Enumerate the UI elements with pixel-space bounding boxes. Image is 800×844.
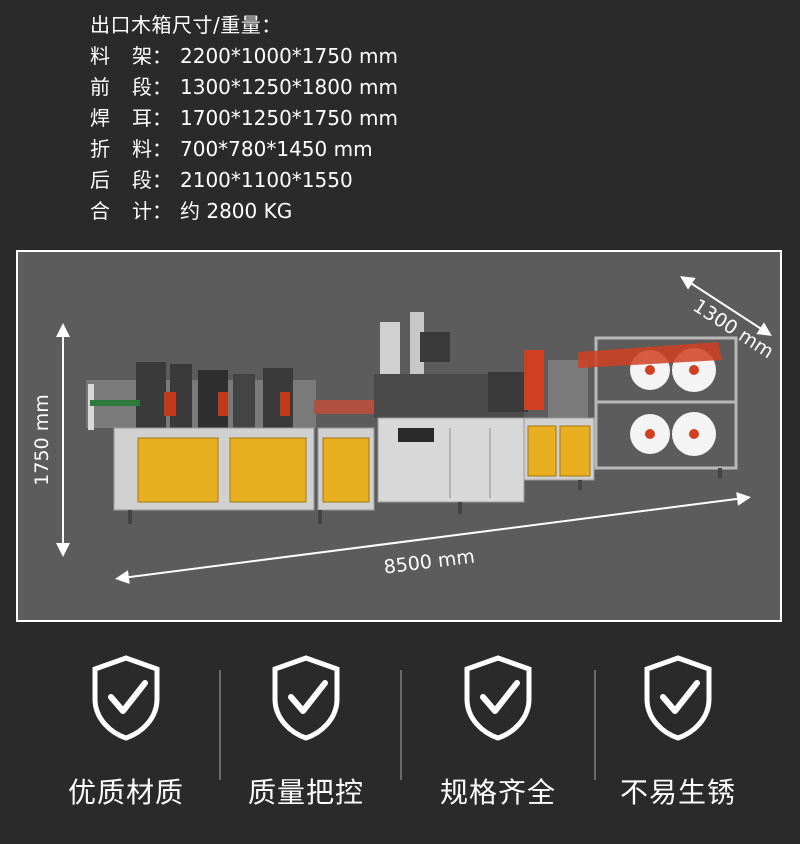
feature-list: 优质材质 质量把控 规格齐全 不易生锈 [0, 655, 800, 815]
spec-title: 出口木箱尺寸/重量： [90, 13, 282, 37]
feature-label: 规格齐全 [439, 776, 556, 809]
spec-label-1: 焊 [90, 106, 110, 130]
spec-label-2: 架： [132, 44, 172, 68]
feature-item: 不易生锈 [588, 655, 768, 811]
spec-label-2: 段： [132, 168, 172, 192]
shield-check-icon [92, 655, 160, 741]
feature-label: 不易生锈 [619, 776, 736, 809]
spec-value: 约 2800 KG [180, 199, 293, 223]
shield-check-icon [644, 655, 712, 741]
spec-row: 后段： 2100*1100*1550 [90, 165, 398, 196]
spec-row: 焊耳： 1700*1250*1750 mm [90, 103, 398, 134]
depth-arrow [680, 276, 772, 336]
spec-value: 2200*1000*1750 mm [180, 44, 399, 68]
spec-list: 出口木箱尺寸/重量： 料架： 2200*1000*1750 mm 前段： 130… [90, 10, 398, 227]
divider [400, 670, 402, 780]
length-arrow [115, 491, 751, 585]
spec-value: 1300*1250*1800 mm [180, 75, 399, 99]
feature-label: 优质材质 [67, 776, 184, 809]
spec-label-2: 耳： [132, 106, 172, 130]
shield-check-icon [464, 655, 532, 741]
machine-body [86, 312, 738, 524]
length-label: 8500 mm [383, 546, 476, 579]
spec-label-1: 前 [90, 75, 110, 99]
machine-photo: 1750 mm 8500 mm 1300 mm [16, 250, 782, 622]
spec-row: 合计： 约 2800 KG [90, 196, 398, 227]
feature-item: 质量把控 [216, 655, 396, 811]
spec-label-1: 合 [90, 199, 110, 223]
feature-label: 质量把控 [247, 776, 364, 809]
spec-label-1: 折 [90, 137, 110, 161]
height-label: 1750 mm [31, 394, 53, 485]
feature-item: 规格齐全 [408, 655, 588, 811]
divider [594, 670, 596, 780]
spec-label-1: 后 [90, 168, 110, 192]
spec-label-2: 段： [132, 75, 172, 99]
spec-row: 前段： 1300*1250*1800 mm [90, 72, 398, 103]
spec-row: 折料： 700*780*1450 mm [90, 134, 398, 165]
spec-label-2: 料： [132, 137, 172, 161]
shield-check-icon [272, 655, 340, 741]
spec-value: 2100*1100*1550 [180, 168, 353, 192]
divider [219, 670, 221, 780]
spec-row: 料架： 2200*1000*1750 mm [90, 41, 398, 72]
machine-illustration: 1750 mm 8500 mm 1300 mm [31, 276, 778, 585]
spec-label-1: 料 [90, 44, 110, 68]
spec-value: 700*780*1450 mm [180, 137, 373, 161]
feature-item: 优质材质 [36, 655, 216, 811]
spec-value: 1700*1250*1750 mm [180, 106, 399, 130]
spec-label-2: 计： [132, 199, 172, 223]
